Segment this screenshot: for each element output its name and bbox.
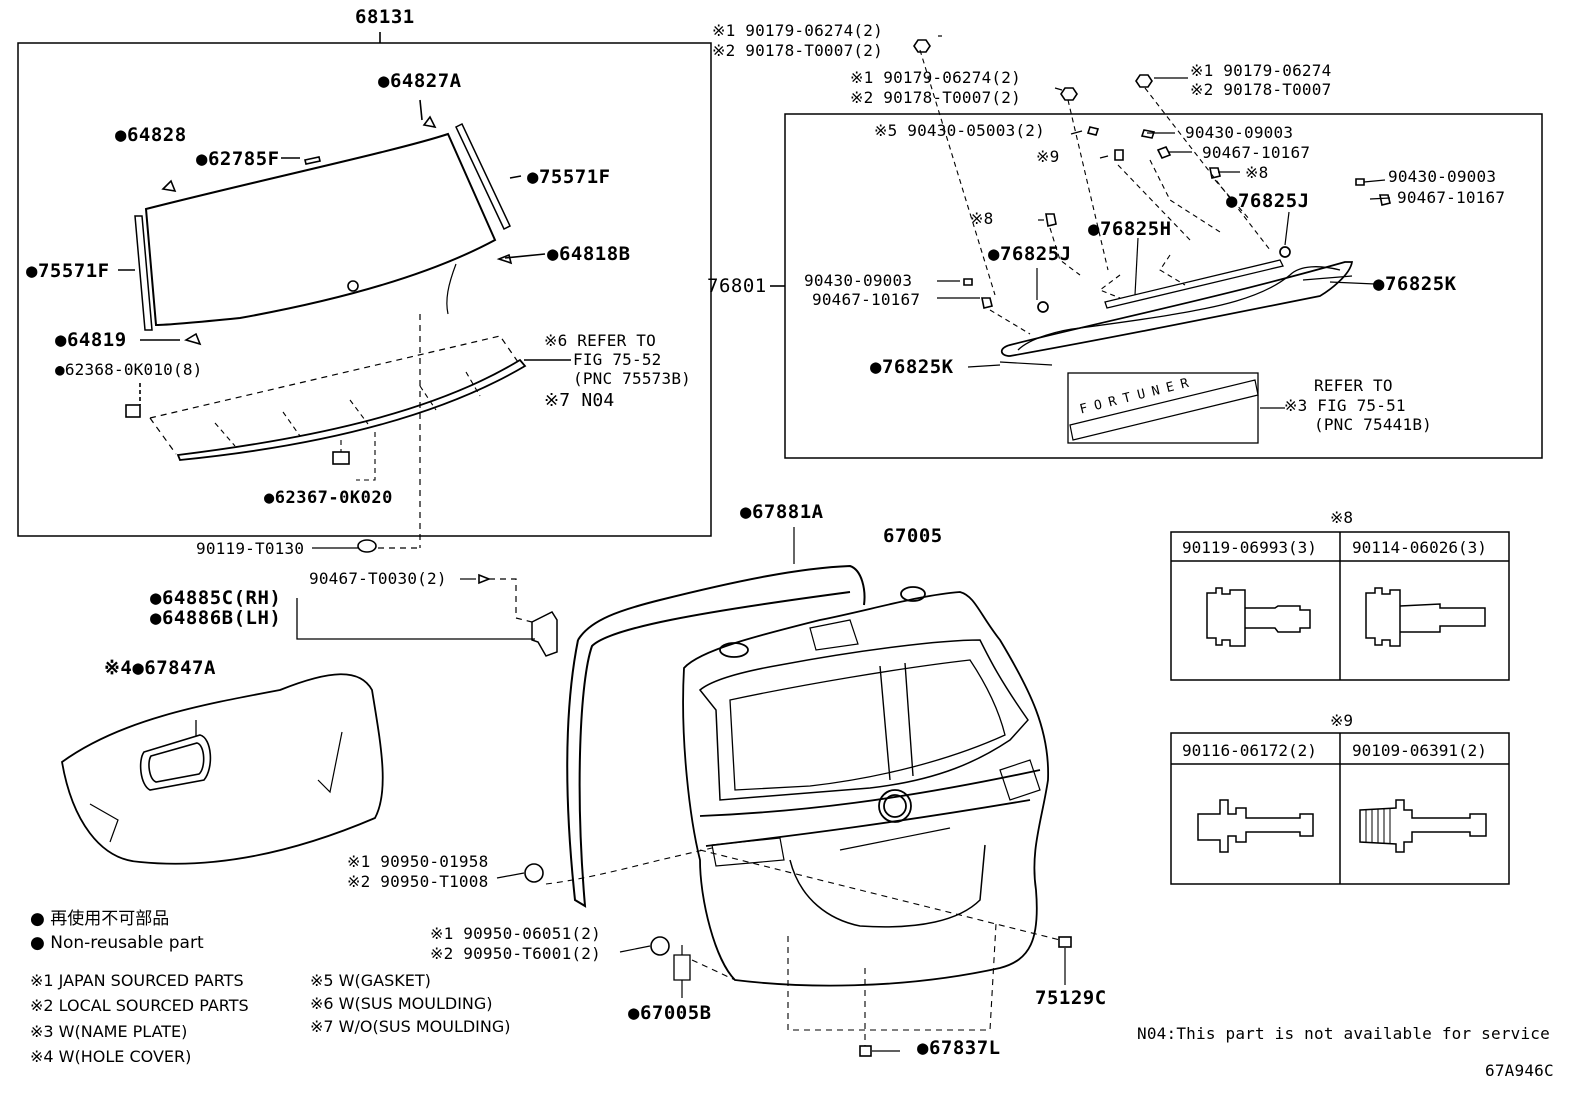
table-9-col1: 90116-06172(2) <box>1182 741 1317 760</box>
hole-cover-drawing <box>61 673 384 865</box>
part-90179-06274-c: ※1 90179-06274 <box>1190 61 1332 80</box>
part-90950-T6001: ※2 90950-T6001(2) <box>430 944 601 963</box>
part-90467-10167-c: 90467-10167 <box>812 290 921 309</box>
back-glass-drawing <box>134 115 513 346</box>
part-67847A: ※4●67847A <box>104 657 216 679</box>
part-64886B: ●64886B(LH) <box>150 607 282 629</box>
part-90430-09003-a: 90430-09003 <box>1185 123 1294 142</box>
part-90467-10167-a: 90467-10167 <box>1202 143 1311 162</box>
part-90119-T0130: 90119-T0130 <box>196 539 305 558</box>
part-62368: ●62368-0K010(8) <box>55 360 203 379</box>
nameplate-frame <box>1067 372 1259 444</box>
legend-note-4: ※4 W(HOLE COVER) <box>30 1047 192 1066</box>
legend-note-5: ※5 W(GASKET) <box>310 971 431 990</box>
part-75129C: 75129C <box>1035 987 1107 1009</box>
table-8-col2: 90114-06026(3) <box>1352 538 1487 557</box>
part-90430-09003-b: 90430-09003 <box>1388 167 1497 186</box>
note-9: ※9 <box>1036 147 1060 166</box>
part-64819: ●64819 <box>55 329 127 351</box>
garnish-drawing <box>999 246 1353 366</box>
part-90179-06274-b: ※1 90179-06274(2) <box>850 68 1021 87</box>
part-90178-T0007-c: ※2 90178-T0007 <box>1190 80 1332 99</box>
part-90430-05003: ※5 90430-05003(2) <box>874 121 1045 140</box>
part-75571F-left: ●75571F <box>26 260 110 282</box>
part-64885C: ●64885C(RH) <box>150 587 282 609</box>
ref-3-line2: ※3 FIG 75-51 <box>1284 396 1406 415</box>
table-8-col1: 90119-06993(3) <box>1182 538 1317 557</box>
ref-6-line1: ※6 REFER TO <box>544 331 656 350</box>
glass-group-frame <box>17 42 712 537</box>
part-90950-T1008: ※2 90950-T1008 <box>347 872 489 891</box>
part-90178-T0007-b: ※2 90178-T0007(2) <box>850 88 1021 107</box>
legend-note-3: ※3 W(NAME PLATE) <box>30 1022 188 1041</box>
back-door-drawing <box>682 586 1049 987</box>
moulding-strip-drawing <box>125 335 527 481</box>
part-90179-06274-a: ※1 90179-06274(2) <box>712 21 883 40</box>
ref-3-line3: (PNC 75441B) <box>1314 415 1432 434</box>
note-8-b: ※8 <box>970 209 994 228</box>
ref-7: ※7 N04 <box>544 390 615 411</box>
legend-note-7: ※7 W/O(SUS MOULDING) <box>310 1017 511 1036</box>
ref-6-line3: (PNC 75573B) <box>573 369 691 388</box>
part-67881A: ●67881A <box>740 501 824 523</box>
glass-group-label: 68131 <box>355 6 415 28</box>
legend-note-2: ※2 LOCAL SOURCED PARTS <box>30 996 249 1015</box>
part-76825K-b: ●76825K <box>870 356 954 378</box>
ref-6-line2: FIG 75-52 <box>573 350 662 369</box>
part-90467-T0030: 90467-T0030(2) <box>309 569 447 588</box>
part-76825K-a: ●76825K <box>1373 273 1457 295</box>
part-90467-10167-b: 90467-10167 <box>1397 188 1506 207</box>
illustration-code: 67A946C <box>1485 1061 1554 1080</box>
legend-non-reusable-en: ● Non-reusable part <box>30 933 204 953</box>
note-8-a: ※8 <box>1245 163 1269 182</box>
part-76825J-b: ●76825J <box>988 243 1072 265</box>
garnish-group-label: 76801 <box>707 275 767 297</box>
part-64818B: ●64818B <box>547 243 631 265</box>
part-90950-06051: ※1 90950-06051(2) <box>430 924 601 943</box>
part-64827A: ●64827A <box>378 70 462 92</box>
part-67005B: ●67005B <box>628 1002 712 1024</box>
legend-non-reusable-ja: ● 再使用不可部品 <box>30 909 170 929</box>
table-9-title: ※9 <box>1330 711 1354 730</box>
table-9 <box>1170 732 1510 885</box>
part-90430-09003-c: 90430-09003 <box>804 271 913 290</box>
legend-note-1: ※1 JAPAN SOURCED PARTS <box>30 971 244 990</box>
part-76825H: ●76825H <box>1088 218 1172 240</box>
n04-note: N04:This part is not available for servi… <box>1137 1024 1550 1043</box>
part-75571F-right: ●75571F <box>527 166 611 188</box>
table-9-col2: 90109-06391(2) <box>1352 741 1487 760</box>
part-90950-01958: ※1 90950-01958 <box>347 852 489 871</box>
weatherstrip-drawing <box>566 564 866 908</box>
part-62367: ●62367-0K020 <box>264 488 393 508</box>
table-8 <box>1170 531 1510 681</box>
part-64828: ●64828 <box>115 124 187 146</box>
legend-note-6: ※6 W(SUS MOULDING) <box>310 994 493 1013</box>
part-62785F: ●62785F <box>196 148 280 170</box>
table-8-title: ※8 <box>1330 508 1354 527</box>
part-67005: 67005 <box>883 525 943 547</box>
part-90178-T0007-a: ※2 90178-T0007(2) <box>712 41 883 60</box>
part-76825J-a: ●76825J <box>1226 190 1310 212</box>
part-67837L: ●67837L <box>917 1037 1001 1059</box>
ref-3-line1: REFER TO <box>1314 376 1393 395</box>
